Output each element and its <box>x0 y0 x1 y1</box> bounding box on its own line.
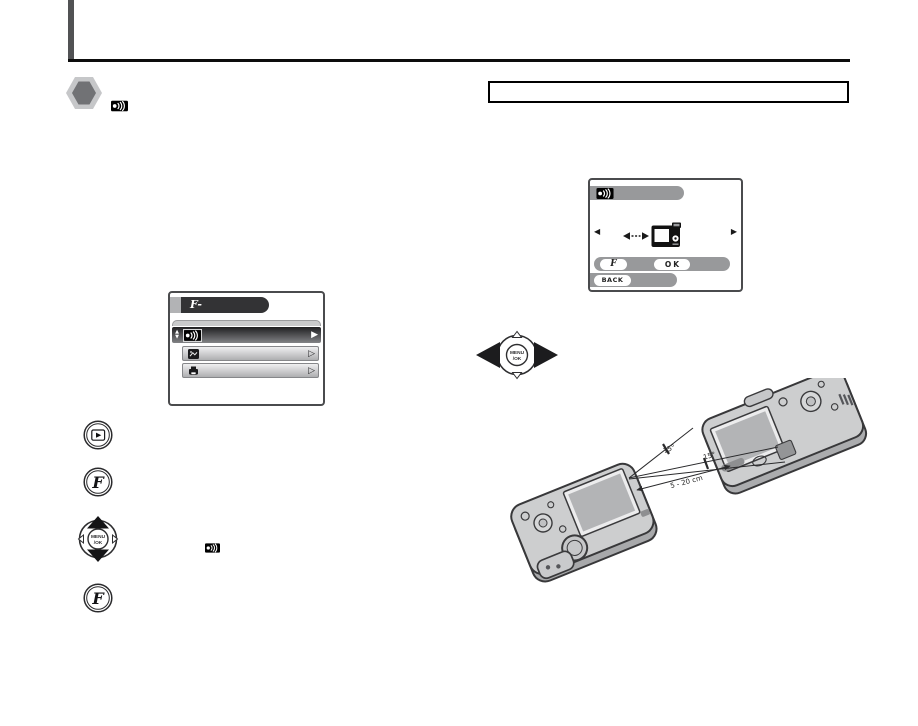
ir-transfer-diagram: 15° 15° 5 - 20 cm <box>510 378 868 583</box>
f-mode-menu-screen: F- ▲ ▼ ▶ ▷ <box>168 291 325 406</box>
distance-label: 5 - 20 cm <box>669 474 703 490</box>
f-mode-button: F <box>83 467 113 497</box>
up-arrow-icon <box>87 516 109 529</box>
f-logo: F <box>91 589 105 608</box>
header-rule <box>68 59 850 62</box>
play-icon <box>96 432 102 438</box>
right-arrow-icon <box>112 533 119 545</box>
selected-caret-icon: ▶ <box>311 330 318 340</box>
ir-communication-icon <box>205 543 220 553</box>
left-arrow-icon <box>77 533 84 545</box>
up-arrow-icon: ▲ <box>175 329 179 335</box>
back-button-label: BACK <box>594 274 631 286</box>
playback-frame-icon <box>91 429 106 441</box>
menu-item-slideshow: ▷ <box>182 346 319 361</box>
header-tab <box>68 0 74 60</box>
angle-tick <box>662 443 670 455</box>
ok-label: /OK <box>513 356 522 362</box>
stop-restriction-icon <box>66 77 102 109</box>
slideshow-icon <box>188 349 199 359</box>
up-arrow-icon <box>511 330 523 338</box>
ir-communication-icon <box>111 100 128 112</box>
f-button-label: F <box>600 258 627 270</box>
down-arrow-icon <box>511 372 523 380</box>
menu-panel-top <box>172 320 321 326</box>
receiving-camera <box>701 378 868 495</box>
distance-arrow <box>636 464 731 492</box>
four-way-controller-horizontal: MENU /OK <box>476 330 558 380</box>
caret-icon: ▷ <box>308 349 315 359</box>
menu-item-ir-communication: ▲ ▼ ▶ <box>172 327 321 343</box>
callout-box <box>488 81 849 103</box>
down-arrow-icon <box>87 549 109 562</box>
menu-item-print-order: ▷ <box>182 363 319 378</box>
ir-beam-lines <box>628 427 786 492</box>
f-mode-logo: F- <box>181 297 269 313</box>
caret-icon: ▷ <box>308 366 315 376</box>
right-arrow-icon <box>534 342 558 368</box>
down-arrow-icon: ▼ <box>175 334 179 340</box>
f-mode-button: F <box>83 583 113 613</box>
ir-communication-icon <box>596 188 614 199</box>
menu-ok-label: MENU <box>91 534 106 540</box>
ir-standby-screen: ◀ ▶ F OK BACK <box>588 178 743 292</box>
ir-communication-icon <box>183 328 202 342</box>
f-logo: F <box>91 473 105 492</box>
four-way-controller-vertical: MENU /OK <box>77 516 119 562</box>
ok-label: /OK <box>94 540 103 546</box>
status-bar <box>590 186 684 200</box>
menu-header-strip <box>170 297 181 313</box>
back-bar: BACK <box>590 273 677 287</box>
transfer-arrows-icon <box>623 232 649 240</box>
playback-button <box>83 420 113 450</box>
left-arrow-icon <box>476 342 500 368</box>
angle-label: 15° <box>702 451 716 462</box>
camera-icon <box>651 222 681 247</box>
menu-panel: ▲ ▼ ▶ ▷ ▷ <box>172 320 321 384</box>
ok-button-label: OK <box>654 258 690 270</box>
confirm-bar: F OK <box>594 257 730 271</box>
scroll-arrows-icon: ▲ ▼ <box>173 327 181 343</box>
sending-camera <box>510 462 658 583</box>
select-left-icon: ◀ <box>594 227 601 236</box>
print-order-icon <box>189 366 198 375</box>
menu-ok-label: MENU <box>510 350 525 356</box>
select-right-icon: ▶ <box>730 227 737 236</box>
